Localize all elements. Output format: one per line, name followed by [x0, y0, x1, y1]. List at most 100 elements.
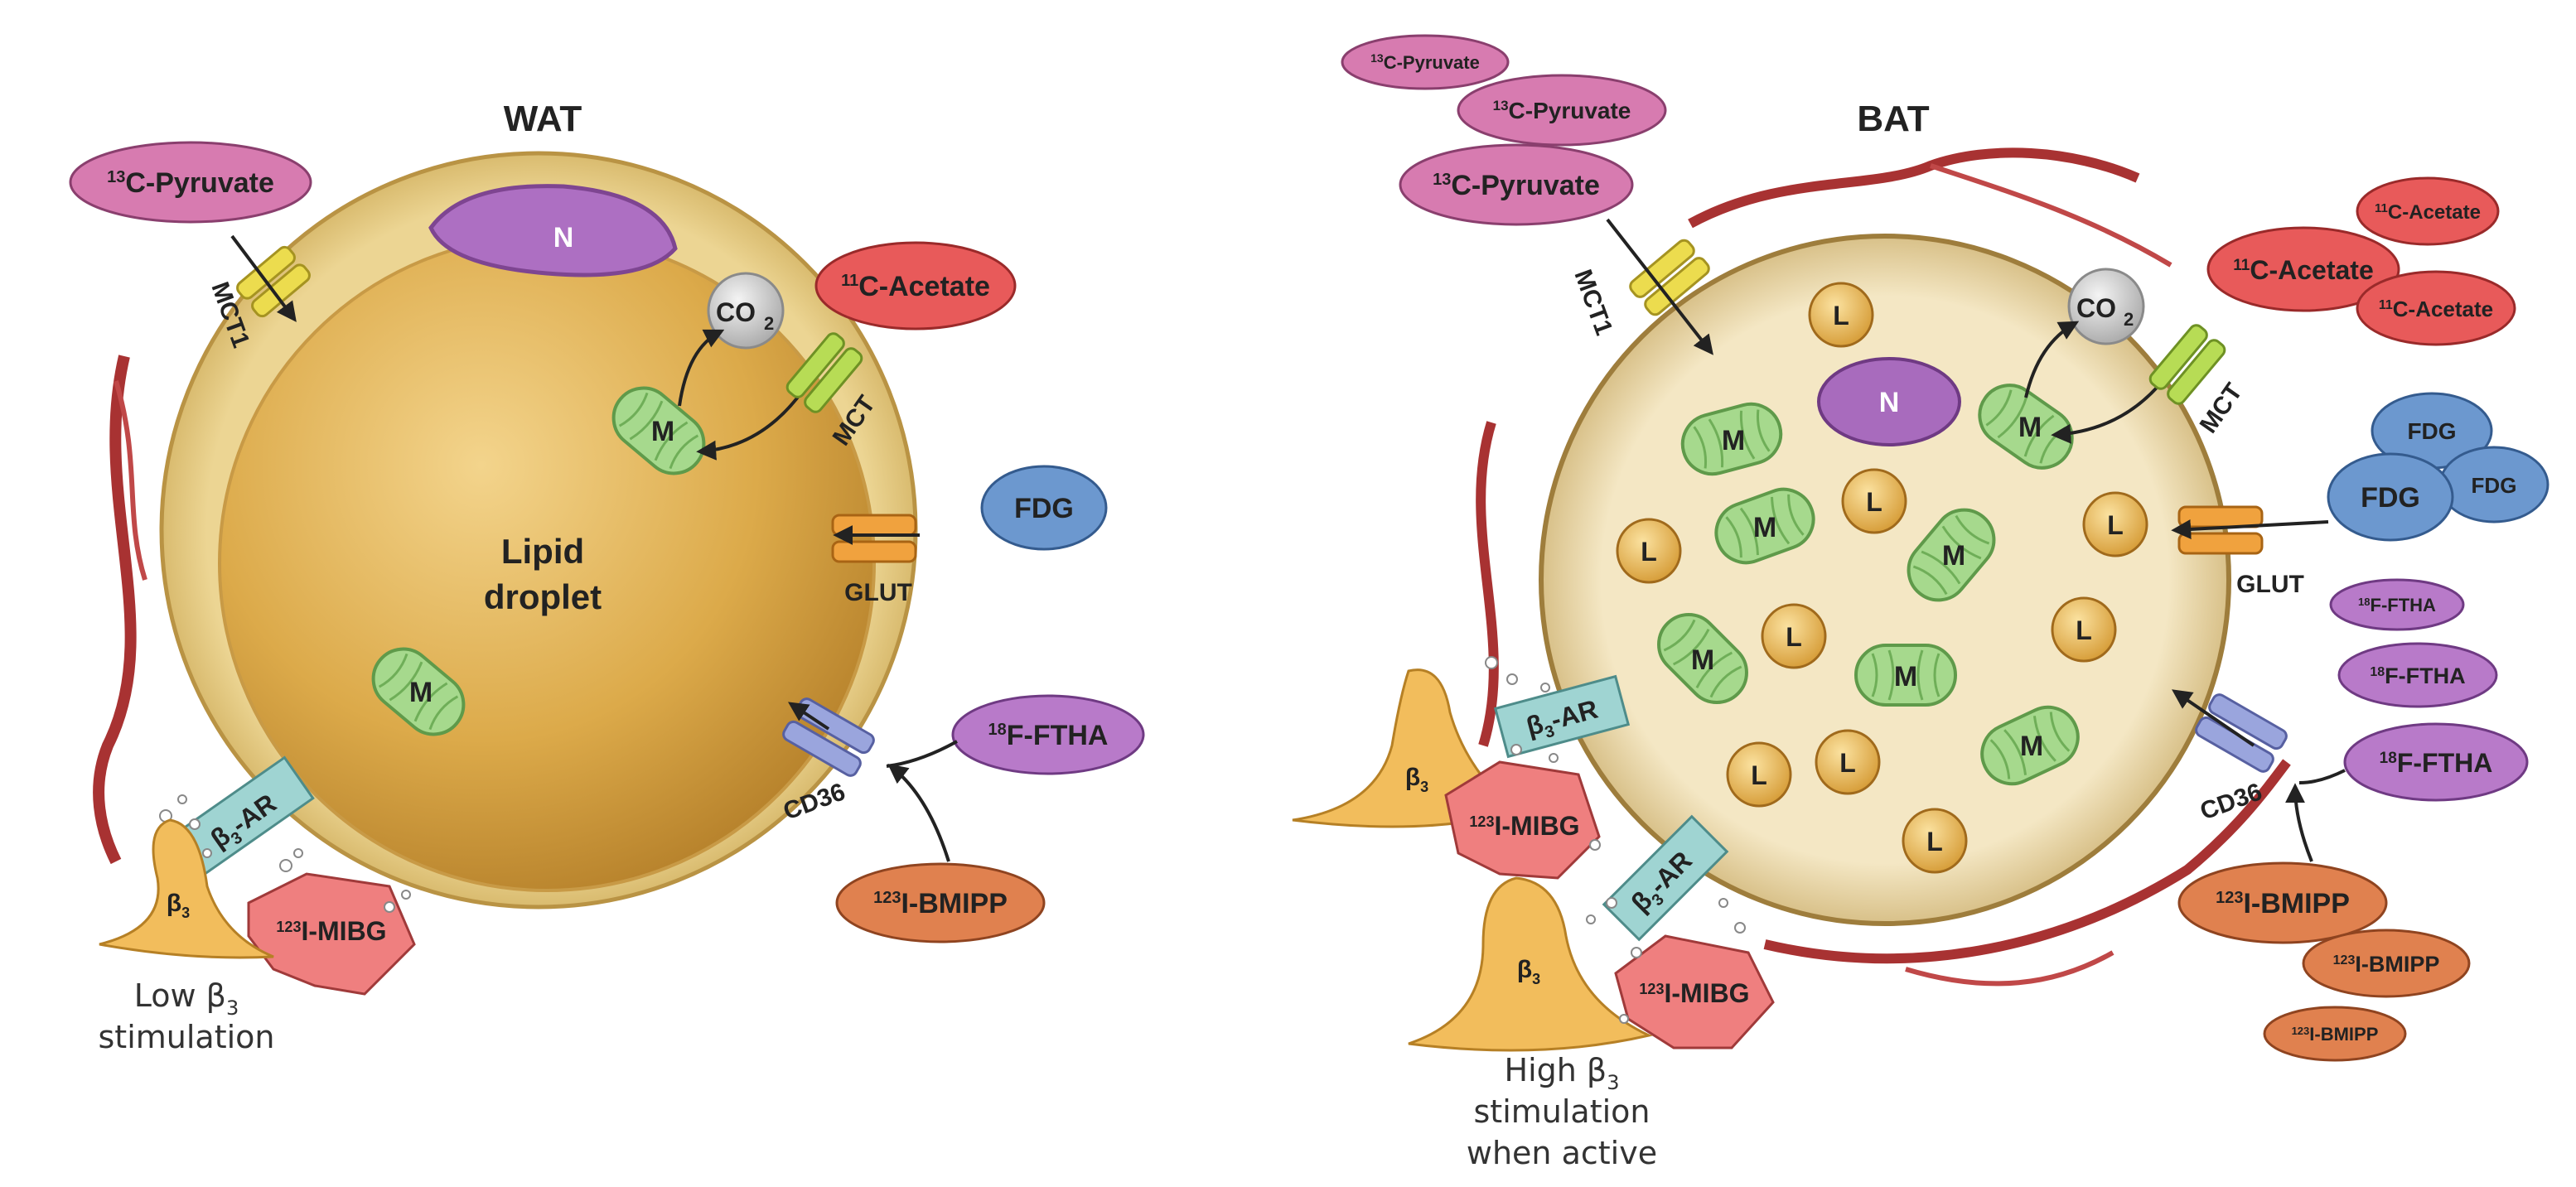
bat-lipid-6	[2051, 596, 2117, 663]
bat-panel: BAT N M M M M M M M	[1292, 34, 2549, 1171]
bat-mito-label-2: M	[2018, 412, 2042, 443]
bat-ftha-tracer-3	[2343, 722, 2529, 802]
wat-arrow-pyruvate-in	[230, 234, 297, 322]
bat-fdg-tracer-3	[2327, 452, 2454, 542]
bat-caption-3: when active	[1467, 1135, 1657, 1171]
bat-co2	[2067, 268, 2145, 345]
bat-sympathetic-nerve-2	[1408, 876, 1653, 1052]
bat-bmipp-text-2: 123I-BMIPP	[2333, 952, 2440, 977]
bat-acetate-text-2: 11C-Acetate	[2233, 255, 2373, 285]
bat-lipid-7	[1726, 741, 1792, 808]
bat-co2-sub: 2	[2124, 309, 2134, 330]
bat-blood-vessel-bottom	[1763, 759, 2291, 964]
bat-mito-label-6: M	[1894, 661, 1917, 692]
wat-mct-transporter	[785, 332, 863, 413]
bat-mito-label-5: M	[1691, 644, 1714, 676]
bat-blood-vessel-left	[1476, 421, 1499, 747]
bat-lipid-8	[1815, 729, 1881, 795]
bat-title: BAT	[1857, 99, 1929, 139]
bat-mibg-tracer-2	[1614, 934, 1775, 1049]
bat-nucleus-label: N	[1879, 387, 1900, 418]
wat-bmipp-text: 123I-BMIPP	[873, 888, 1008, 919]
bat-lipid-label-9: L	[1926, 827, 1943, 856]
bat-lipid-droplets	[1616, 282, 2148, 874]
bat-ftha-text-2: 18F-FTHA	[2370, 663, 2465, 688]
wat-fdg-tracer	[980, 465, 1108, 551]
bat-pyruvate-text-1: 13C-Pyruvate	[1370, 51, 1480, 73]
wat-sympathetic-nerve	[99, 818, 274, 959]
bat-vesicles	[1485, 656, 1746, 1024]
wat-droplet-label-2: droplet	[484, 577, 602, 616]
bat-lipid-label-8: L	[1839, 748, 1856, 778]
bat-mct1-transporter	[1629, 239, 1710, 316]
wat-fdg-text: FDG	[1014, 493, 1074, 524]
bat-arrow-bmipp-to-cd36	[2285, 783, 2313, 862]
bat-lipid-2	[1841, 468, 1907, 534]
bat-bmipp-tracer-3	[2263, 1006, 2407, 1062]
wat-bmipp-tracer	[835, 862, 1046, 943]
bat-glut-label: GLUT	[2236, 571, 2304, 598]
bat-mito-label-3: M	[1753, 512, 1776, 543]
wat-ftha-tracer	[951, 694, 1145, 775]
bat-acetate-text-1: 11C-Acetate	[2375, 201, 2481, 224]
wat-nucleus-label: N	[553, 222, 574, 253]
bat-nucleus	[1817, 357, 1961, 446]
bat-beta3-receptor-2	[1602, 814, 1729, 942]
bat-arrow-fdg-in	[2171, 519, 2329, 539]
bat-blood-vessel-bottom-branch	[1905, 950, 2114, 987]
bat-bmipp-tracer-2	[2302, 929, 2471, 998]
bat-lipid-label-5: L	[1786, 622, 1802, 652]
bat-acetate-tracer-1	[2356, 176, 2500, 246]
wat-arrow-acetate-to-m	[696, 388, 805, 461]
bat-nerve-text-1: β3	[1405, 764, 1428, 795]
wat-ftha-text: 18F-FTHA	[988, 720, 1109, 751]
wat-droplet-label-1: Lipid	[501, 532, 584, 571]
bat-mct-transporter	[2148, 324, 2226, 405]
bat-pyruvate-text-2: 13C-Pyruvate	[1493, 98, 1631, 123]
wat-mct1-transporter	[236, 245, 311, 318]
bat-lipid-1	[1808, 282, 1874, 348]
bat-cd36-label: CD36	[2197, 778, 2265, 825]
bat-blood-vessel-top-branch	[1930, 163, 2172, 268]
wat-arrow-cd36-in	[788, 702, 830, 731]
wat-co2	[707, 272, 785, 350]
wat-glut-label: GLUT	[844, 579, 912, 606]
bat-bmipp-text-1: 123I-BMIPP	[2216, 888, 2350, 919]
bat-pyruvate-tracer-2	[1457, 74, 1667, 147]
wat-co2-label: CO	[716, 297, 756, 327]
bat-lipid-5	[1761, 603, 1827, 669]
bat-mibg-text-2: 123I-MIBG	[1639, 978, 1749, 1008]
wat-nerve-text: β3	[167, 890, 190, 921]
bat-ftha-text-1: 18F-FTHA	[2358, 595, 2436, 615]
bat-arrow-acetate-to-m	[2051, 379, 2164, 444]
bat-co2-label: CO	[2076, 293, 2116, 323]
wat-pyruvate-text: 13C-Pyruvate	[107, 167, 274, 199]
bat-ftha-tracer-2	[2337, 642, 2498, 708]
wat-blood-vessel-branch	[114, 380, 147, 581]
bat-arrow-ftha-to-cd36	[2298, 769, 2346, 784]
bat-bmipp-text-3: 123I-BMIPP	[2292, 1024, 2379, 1045]
bat-lipid-labels: L L L L L L L L L	[1641, 301, 2124, 856]
wat-mito-label-1: M	[651, 416, 674, 447]
bat-arrow-cd36-in	[2172, 689, 2255, 747]
wat-blood-vessel	[93, 355, 137, 865]
bat-lipid-label-1: L	[1833, 301, 1849, 331]
bat-mito-label-1: M	[1722, 425, 1745, 456]
bat-pyruvate-tracer-1	[1341, 34, 1510, 90]
bat-caption-2: stimulation	[1474, 1093, 1650, 1130]
wat-acetate-text: 11C-Acetate	[841, 271, 990, 302]
wat-nucleus	[428, 184, 678, 277]
bat-acetate-tracer-3	[2356, 270, 2516, 346]
bat-lipid-label-7: L	[1751, 760, 1767, 790]
bat-lipid-4	[2082, 491, 2148, 557]
bat-nerve-text-2: β3	[1517, 956, 1540, 987]
bat-pyruvate-tracer-3	[1399, 143, 1634, 226]
bat-lipid-label-2: L	[1866, 487, 1882, 517]
bat-acetate-tracer-2	[2206, 226, 2400, 312]
bat-ftha-text-3: 18F-FTHA	[2380, 748, 2493, 778]
bat-ftha-tracer-1	[2329, 578, 2465, 631]
bat-mct-label: MCT	[2195, 379, 2248, 438]
bat-lipid-label-4: L	[2107, 510, 2124, 540]
bat-blood-vessel-top	[1688, 147, 2140, 229]
